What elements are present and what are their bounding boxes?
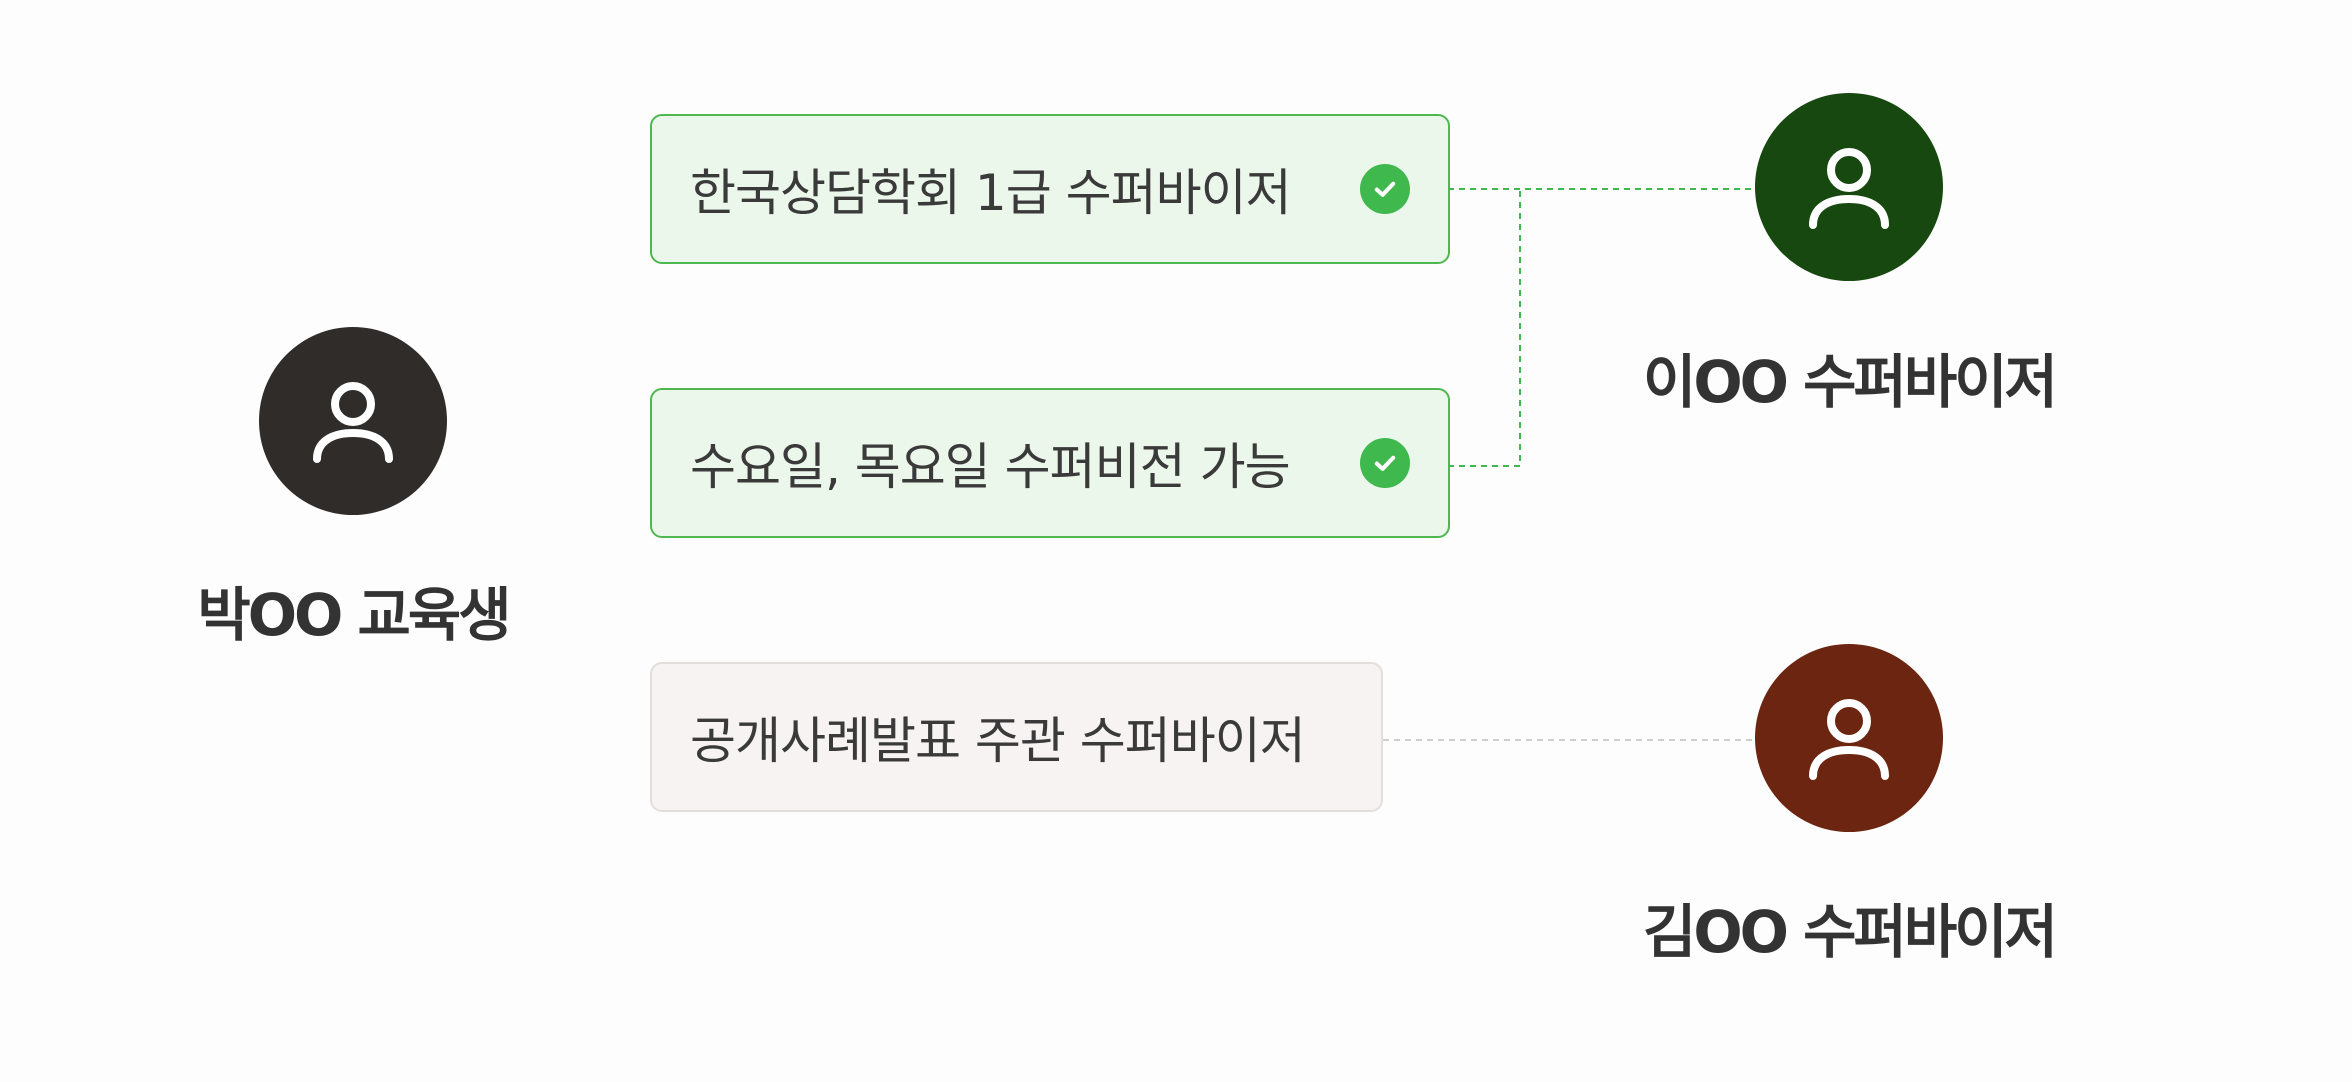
match-connector-2: [1448, 189, 1521, 467]
check-circle-icon: [1360, 438, 1410, 488]
supervisor-name-2: 김OO 수퍼바이저: [1643, 898, 2058, 966]
user-icon: [313, 382, 393, 463]
supervisor-name-1: 이OO 수퍼바이저: [1643, 348, 2058, 416]
supervisor-avatar-2: [1755, 644, 1943, 832]
criterion-tag-availability: 수요일, 목요일 수퍼비전 가능: [650, 388, 1450, 538]
criterion-label: 한국상담학회 1급 수퍼바이저: [690, 164, 1292, 222]
criterion-label: 수요일, 목요일 수퍼비전 가능: [690, 438, 1291, 496]
trainee-name: 박OO 교육생: [197, 581, 511, 649]
criterion-tag-case-presentation: 공개사례발표 주관 수퍼바이저: [650, 662, 1383, 812]
supervisor-avatar-1: [1755, 93, 1943, 281]
user-icon: [1809, 699, 1889, 780]
criterion-label: 공개사례발표 주관 수퍼바이저: [690, 712, 1306, 770]
trainee-avatar: [259, 327, 447, 515]
check-circle-icon: [1360, 164, 1410, 214]
criterion-tag-certification: 한국상담학회 1급 수퍼바이저: [650, 114, 1450, 264]
user-icon: [1809, 148, 1889, 229]
